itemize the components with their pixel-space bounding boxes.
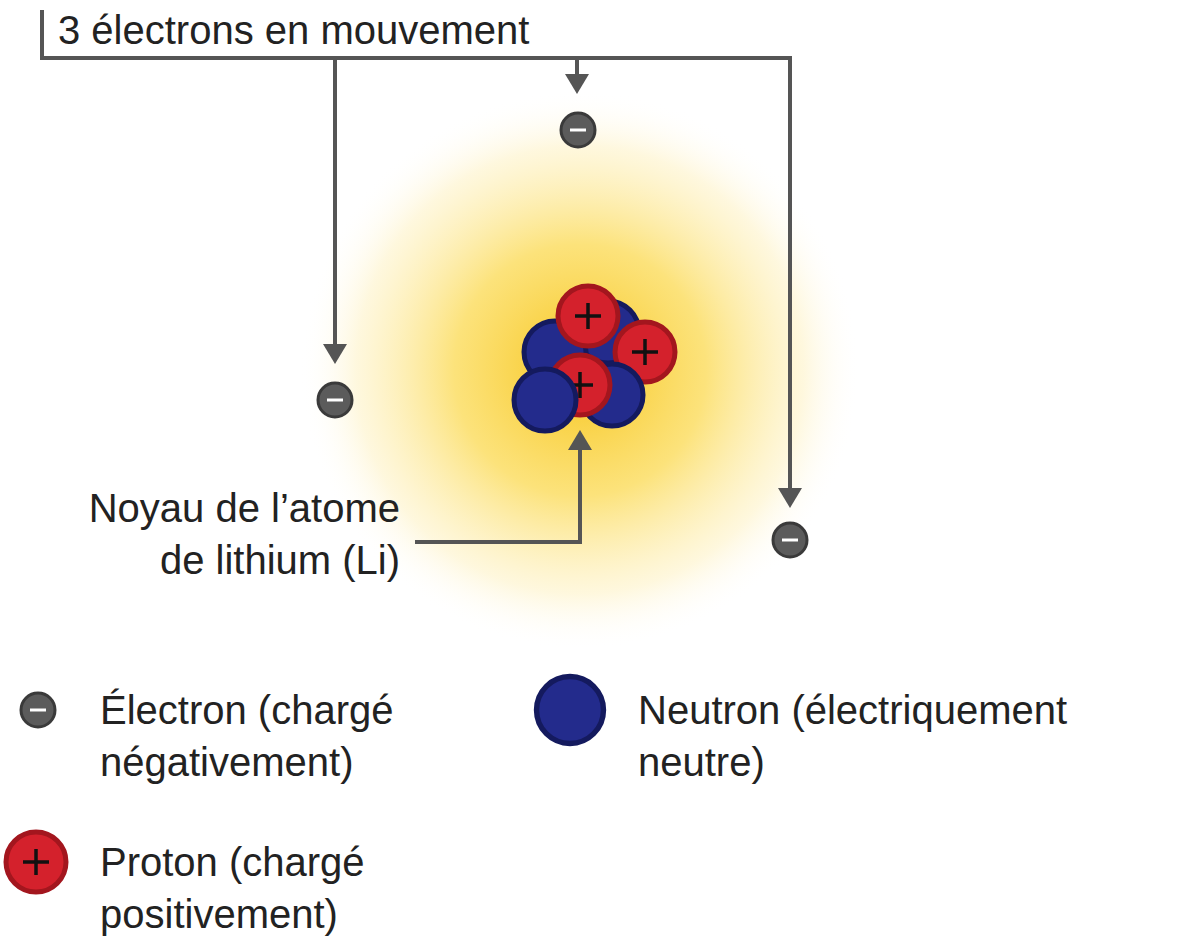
legend-entry: Électron (chargé négativement)	[100, 684, 470, 788]
nucleus	[514, 286, 675, 431]
leader-bracket	[42, 10, 790, 542]
legend-entry: Neutron (électriquement neutre)	[638, 684, 1186, 788]
callout-label: 3 électrons en mouvement	[58, 4, 698, 56]
legend-entry: Proton (chargé positivement)	[100, 836, 470, 940]
arrowheads	[323, 74, 802, 508]
nucleus-label: Noyau de l’atome de lithium (Li)	[60, 482, 400, 586]
